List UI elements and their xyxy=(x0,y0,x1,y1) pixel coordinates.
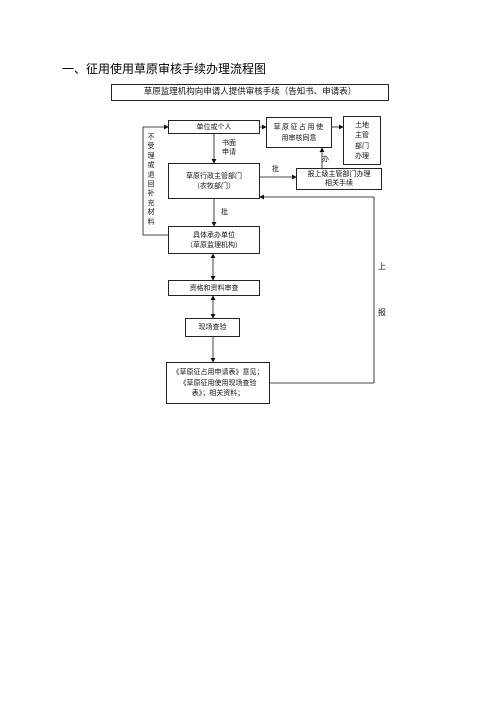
page-title: 一、征用使用草原审核手续办理流程图 xyxy=(62,62,267,76)
applicant-box: 单位或个人 xyxy=(168,120,260,134)
admin-dept-line-2: （农牧部门） xyxy=(193,182,235,190)
handle-label: 办 xyxy=(322,155,329,163)
report-label-shang: 上 xyxy=(378,262,386,271)
grassland-use-form-line-1: 草原征占用使 xyxy=(273,123,325,132)
written-application-line-1: 书面 xyxy=(222,139,236,147)
approve-label-2: 批 xyxy=(221,208,228,216)
land-dept-line-1: 土地 xyxy=(355,120,369,129)
admin-dept-box: 草原行政主管部门 （农牧部门） xyxy=(168,163,260,199)
qualification-review-box: 资格和资料审查 xyxy=(168,280,260,296)
documents-line-1: 《草原征占用申请表》意见； xyxy=(172,368,264,377)
higher-dept-line-1: 报上级主管部门办理 xyxy=(307,169,371,178)
top-notice-box: 草原监理机构向申请人提供审核手续（告知书、申请表） xyxy=(111,84,389,101)
documents-line-2: 《草原征用使用现场查验 xyxy=(179,378,257,387)
unit-line-2: （草原监理机构） xyxy=(186,241,242,249)
land-dept-line-4: 办理 xyxy=(355,152,369,160)
land-dept-line-3: 部门 xyxy=(355,141,369,150)
admin-dept-line-1: 草原行政主管部门 xyxy=(186,171,242,180)
grassland-use-form-box: 草原征占用使 用审核同意 xyxy=(266,117,332,148)
site-inspection-box: 现场查验 xyxy=(185,318,240,337)
land-dept-box: 土地 主管 部门 办理 xyxy=(343,116,381,165)
higher-dept-line-2: 相关手续 xyxy=(325,179,353,187)
documents-box: 《草原征占用申请表》意见； 《草原征用使用现场查验 表》；相关资料； xyxy=(166,362,270,404)
documents-line-3: 表》；相关资料； xyxy=(191,389,245,398)
report-label-bao: 报 xyxy=(378,308,386,317)
unit-box: 具体承办单位 （草原监理机构） xyxy=(168,226,260,254)
grassland-use-form-line-2: 用审核同意 xyxy=(281,133,317,142)
written-application-label: 书面 申请 xyxy=(222,139,236,158)
higher-dept-box: 报上级主管部门办理 相关手续 xyxy=(296,168,382,190)
written-application-line-2: 申请 xyxy=(222,148,236,157)
reject-vertical-label: 不受理或退回补充材料 xyxy=(147,133,155,226)
approve-label-1: 批 xyxy=(272,165,279,173)
land-dept-line-2: 主管 xyxy=(355,131,369,139)
unit-line-1: 具体承办单位 xyxy=(193,230,235,239)
